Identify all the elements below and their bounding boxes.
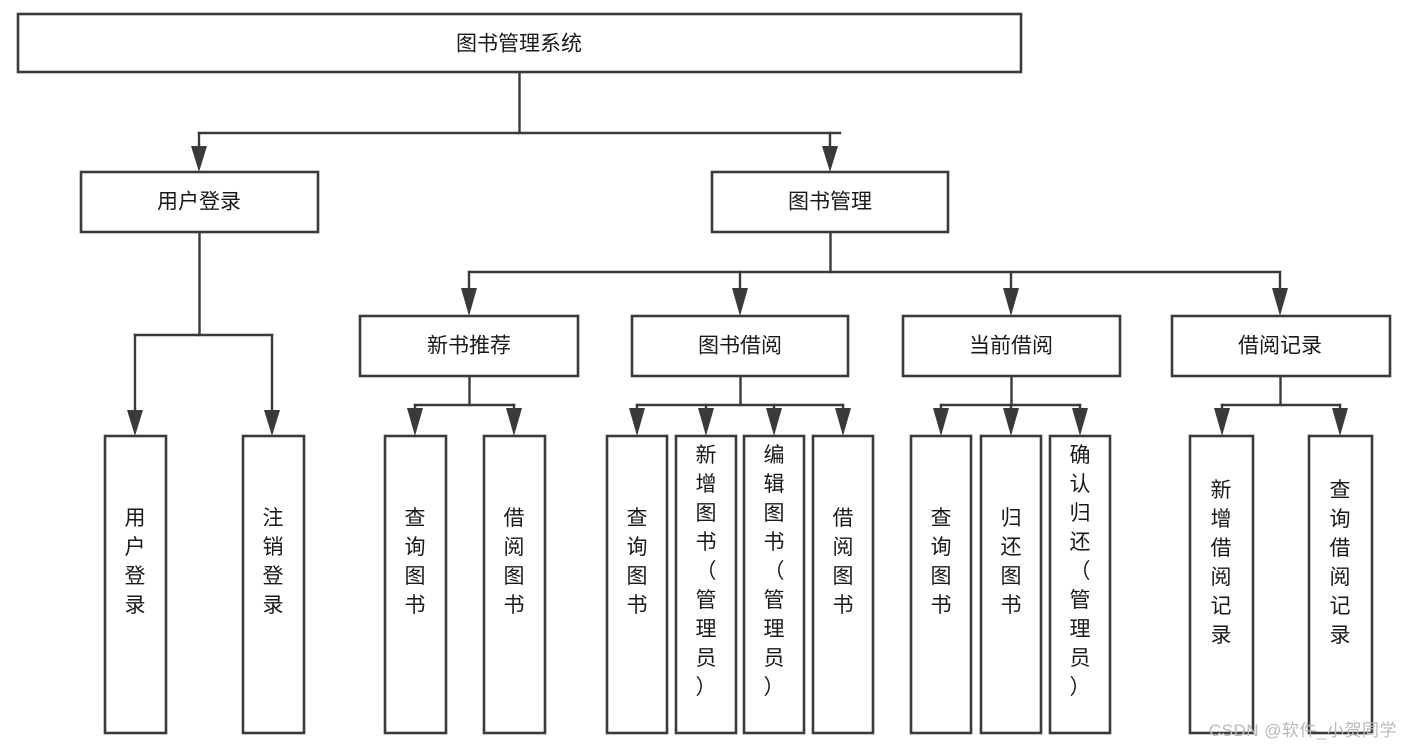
node-root[interactable]: 图书管理系统 <box>16 12 1023 74</box>
node-leaf-query-record-box[interactable] <box>1307 434 1374 735</box>
arrow-root-to-book-manage <box>822 146 838 172</box>
node-book-borrow[interactable]: 图书借阅 <box>630 314 850 378</box>
node-book-borrow-box[interactable] <box>630 314 850 378</box>
node-user-login-label: 用户登录 <box>157 191 241 214</box>
node-leaf-query-book-2[interactable]: 查询图书 <box>605 434 669 735</box>
arrow-to-leaf-add-record <box>1214 408 1230 436</box>
node-leaf-user-logout-label: 注销登录 <box>263 507 284 617</box>
node-leaf-borrow-book-1[interactable]: 借阅图书 <box>482 434 547 735</box>
node-book-borrow-label: 图书借阅 <box>698 335 782 358</box>
arrow-to-borrow-record <box>1272 288 1288 316</box>
node-new-book-recommend[interactable]: 新书推荐 <box>358 314 580 378</box>
connector-layer <box>127 70 1348 436</box>
node-leaf-borrow-book-1-label: 借阅图书 <box>504 507 525 617</box>
arrow-root-to-user-login <box>191 146 207 172</box>
node-leaf-confirm-return-box[interactable] <box>1048 434 1112 735</box>
node-current-borrow-label: 当前借阅 <box>969 335 1053 358</box>
node-user-login-box[interactable] <box>79 170 320 234</box>
node-leaf-query-book-1-label: 查询图书 <box>405 507 426 617</box>
node-leaf-edit-book-box[interactable] <box>742 434 806 735</box>
node-user-login[interactable]: 用户登录 <box>79 170 320 234</box>
node-current-borrow-box[interactable] <box>901 314 1122 378</box>
arrow-to-leaf-user-login <box>127 410 143 436</box>
node-leaf-add-record-box[interactable] <box>1188 434 1255 735</box>
node-leaf-add-record[interactable]: 新增借阅记录 <box>1188 434 1255 735</box>
node-leaf-user-login[interactable]: 用户登录 <box>103 434 168 735</box>
node-leaf-query-book-3-label: 查询图书 <box>931 507 952 617</box>
node-leaf-borrow-book-2-label: 借阅图书 <box>833 507 854 617</box>
arrow-to-leaf-borrow-book-1 <box>506 408 522 436</box>
node-leaf-add-record-label: 新增借阅记录 <box>1211 479 1232 647</box>
arrow-to-book-borrow <box>732 288 748 316</box>
arrow-to-leaf-borrow-book-2 <box>835 408 851 436</box>
node-book-manage-box[interactable] <box>710 170 950 234</box>
node-leaf-return-book-box[interactable] <box>979 434 1043 735</box>
node-leaf-query-book-1[interactable]: 查询图书 <box>383 434 448 735</box>
node-leaf-query-book-3[interactable]: 查询图书 <box>909 434 973 735</box>
arrow-to-leaf-user-logout <box>264 410 280 436</box>
csdn-watermark: CSDN @软件_小贺同学 <box>1208 721 1397 740</box>
node-leaf-edit-book-label: 编辑图书（管理员） <box>764 444 785 699</box>
node-leaf-user-login-label: 用户登录 <box>125 507 146 617</box>
arrow-to-leaf-confirm-return <box>1072 408 1088 436</box>
node-leaf-return-book-label: 归还图书 <box>1001 507 1022 617</box>
node-leaf-query-book-2-label: 查询图书 <box>627 507 648 617</box>
node-leaf-query-book-2-box[interactable] <box>605 434 669 735</box>
node-leaf-borrow-book-2-box[interactable] <box>811 434 875 735</box>
node-leaf-borrow-book-2[interactable]: 借阅图书 <box>811 434 875 735</box>
node-leaf-user-logout-box[interactable] <box>241 434 306 735</box>
node-leaf-confirm-return[interactable]: 确认归还（管理员） <box>1048 434 1112 735</box>
node-current-borrow[interactable]: 当前借阅 <box>901 314 1122 378</box>
node-leaf-borrow-book-1-box[interactable] <box>482 434 547 735</box>
node-borrow-record-box[interactable] <box>1170 314 1392 378</box>
arrow-to-leaf-query-book-3 <box>933 408 949 436</box>
node-leaf-add-book[interactable]: 新增图书（管理员） <box>674 434 738 735</box>
node-new-book-recommend-box[interactable] <box>358 314 580 378</box>
arrow-to-leaf-add-book <box>698 408 714 436</box>
node-leaf-query-record[interactable]: 查询借阅记录 <box>1307 434 1374 735</box>
arrow-to-leaf-query-record <box>1332 408 1348 436</box>
node-leaf-user-login-box[interactable] <box>103 434 168 735</box>
node-leaf-query-record-label: 查询借阅记录 <box>1330 479 1351 647</box>
node-borrow-record-label: 借阅记录 <box>1238 335 1322 358</box>
node-leaf-edit-book[interactable]: 编辑图书（管理员） <box>742 434 806 735</box>
node-new-book-recommend-label: 新书推荐 <box>427 335 511 358</box>
node-leaf-query-book-1-box[interactable] <box>383 434 448 735</box>
node-borrow-record[interactable]: 借阅记录 <box>1170 314 1392 378</box>
node-leaf-query-book-3-box[interactable] <box>909 434 973 735</box>
arrow-to-leaf-query-book-1 <box>407 408 423 436</box>
node-root-label: 图书管理系统 <box>456 33 582 56</box>
node-leaf-confirm-return-label: 确认归还（管理员） <box>1070 444 1091 699</box>
node-leaf-add-book-label: 新增图书（管理员） <box>696 444 717 699</box>
node-leaf-user-logout[interactable]: 注销登录 <box>241 434 306 735</box>
node-leaf-return-book[interactable]: 归还图书 <box>979 434 1043 735</box>
node-book-manage-label: 图书管理 <box>788 191 872 214</box>
node-book-manage[interactable]: 图书管理 <box>710 170 950 234</box>
arrow-to-leaf-query-book-2 <box>629 408 645 436</box>
arrow-to-leaf-edit-book <box>766 408 782 436</box>
arrow-to-current-borrow <box>1003 288 1019 316</box>
node-root-box[interactable] <box>16 12 1023 74</box>
node-leaf-add-book-box[interactable] <box>674 434 738 735</box>
arrow-to-leaf-return-book <box>1003 408 1019 436</box>
arrow-to-new-book-recommend <box>461 288 477 316</box>
